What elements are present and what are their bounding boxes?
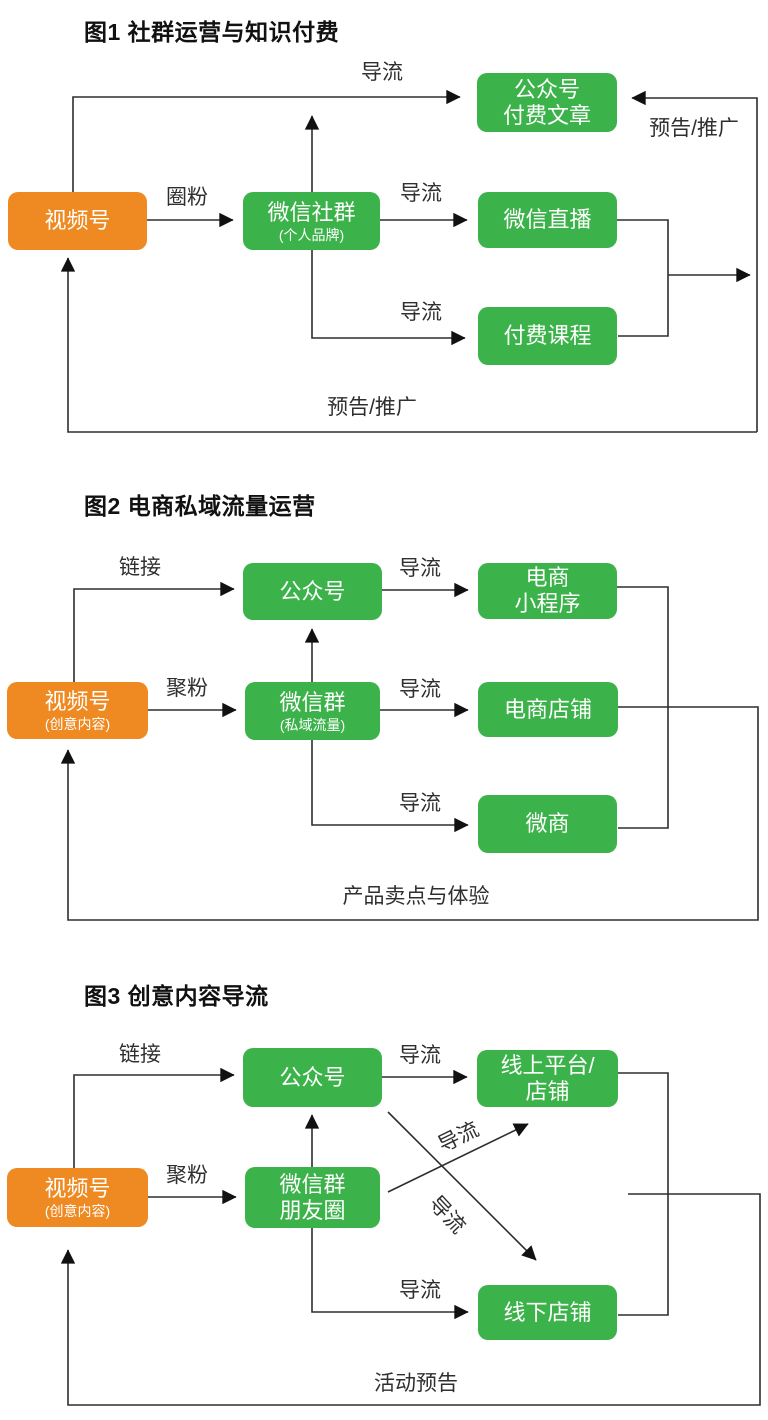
fig2-label-daoliu-xiaochengxu: 导流 (399, 557, 441, 580)
fig2-title: 图2 电商私域流量运营 (84, 493, 316, 519)
fig1-node-fufei-kecheng: 付费课程 (478, 307, 617, 365)
fig2-node-weishang: 微商 (478, 795, 617, 853)
fig3-arrow-lianjie (73, 1067, 235, 1168)
fig1-label-yugao-bottom: 预告/推广 (327, 396, 417, 419)
fig2-label-daoliu-dianpu: 导流 (399, 678, 441, 701)
fig3-label-lianjie: 链接 (119, 1043, 161, 1066)
fig1-node-weixin-shequn: 微信社群 (个人品牌) (243, 192, 380, 250)
fig1-node-shipinhao-label: 视频号 (44, 208, 111, 233)
fig3-arrow-diag-up (387, 1123, 529, 1193)
fig1-node-gongzhonghao-fufei: 公众号 付费文章 (477, 73, 617, 132)
fig2-node-shipinhao-sub: (创意内容) (44, 716, 111, 732)
fig2-node-dianshang-xiaochengxu: 电商 小程序 (478, 563, 617, 619)
fig3-node-weixinqun-pengyouquan: 微信群 朋友圈 (245, 1167, 380, 1228)
fig3-title: 图3 创意内容导流 (84, 983, 269, 1009)
fig3-node-shipinhao: 视频号 (创意内容) (7, 1168, 148, 1227)
fig1-arrow-shipinhao-to-gzh-top (72, 89, 461, 192)
fig3-node-gongzhonghao: 公众号 (243, 1048, 382, 1107)
fig3-node-xianxia-dianpu: 线下店铺 (478, 1285, 617, 1340)
fig3-label-bottom-feedback: 活动预告 (374, 1372, 458, 1395)
fig3-label-daoliu-xianxia: 导流 (399, 1279, 441, 1302)
fig1-arrow-yugao-to-gzh (631, 90, 758, 432)
fig2-node-weixinqun-sub: (私域流量) (279, 716, 346, 733)
fig1-title: 图1 社群运营与知识付费 (84, 19, 340, 45)
fig3-node-shipinhao-label: 视频号 (44, 1176, 111, 1201)
fig3-node-shipinhao-sub: (创意内容) (44, 1203, 111, 1219)
fig1-label-daoliu-top: 导流 (361, 61, 403, 84)
fig2-node-weixinqun-label: 微信群 (279, 689, 346, 715)
fig3-node-weixinqun-pengyouquan-line2: 朋友圈 (279, 1197, 346, 1223)
fig3-node-xianshang-pingtai: 线上平台/ 店铺 (477, 1050, 618, 1107)
fig1-node-weixin-zhibo: 微信直播 (478, 192, 617, 248)
fig3-node-xianshang-pingtai-line1: 线上平台/ (500, 1052, 595, 1078)
fig3-arrow-diag-down (387, 1111, 537, 1261)
fig3-node-gongzhonghao-label: 公众号 (279, 1064, 346, 1090)
fig2-node-weixinqun: 微信群 (私域流量) (245, 682, 380, 740)
fig2-arrow-lianjie (73, 581, 235, 682)
fig2-node-weishang-label: 微商 (525, 811, 570, 836)
fig2-node-gongzhonghao-label: 公众号 (279, 578, 346, 604)
fig3-arrow-feedback-to-shipinhao (60, 1193, 761, 1406)
fig2-node-shipinhao-label: 视频号 (44, 689, 111, 714)
fig1-label-daoliu-kecheng: 导流 (400, 301, 442, 324)
fig2-label-daoliu-weishang: 导流 (399, 792, 441, 815)
fig1-node-weixin-shequn-label: 微信社群 (267, 199, 356, 225)
fig3-arrow-pengyouquan-to-xianxia (311, 1228, 469, 1320)
fig3-label-daoliu-xianshang: 导流 (399, 1044, 441, 1067)
fig2-node-dianshang-dianpu: 电商店铺 (478, 682, 618, 737)
fig3-label-jufen: 聚粉 (166, 1164, 208, 1187)
fig1-connector-zhibo-kecheng (617, 219, 669, 337)
fig2-node-gongzhonghao: 公众号 (243, 563, 382, 620)
fig2-label-lianjie: 链接 (119, 556, 161, 579)
fig1-arrow-feedback-to-shipinhao (60, 257, 757, 433)
fig2-arrow-dianpu-feedback (60, 706, 759, 921)
fig2-arrow-weixinqun-to-weishang (311, 740, 469, 833)
fig1-node-gongzhonghao-fufei-line1: 公众号 (513, 76, 580, 102)
fig1-label-daoliu-zhibo: 导流 (400, 182, 442, 205)
fig1-node-fufei-kecheng-label: 付费课程 (503, 323, 592, 348)
fig2-node-shipinhao: 视频号 (创意内容) (7, 682, 148, 739)
fig2-node-dianshang-xiaochengxu-line1: 电商 (525, 565, 570, 590)
fig1-node-shipinhao: 视频号 (8, 192, 147, 250)
fig2-node-dianshang-dianpu-label: 电商店铺 (503, 696, 592, 722)
fig1-node-weixin-shequn-sub: (个人品牌) (278, 226, 345, 243)
fig1-node-gongzhonghao-fufei-line2: 付费文章 (502, 102, 591, 128)
fig2-label-bottom-feedback: 产品卖点与体验 (342, 885, 490, 908)
fig1-node-weixin-zhibo-label: 微信直播 (503, 207, 592, 232)
fig1-label-quanfen: 圈粉 (166, 186, 208, 209)
fig1-arrow-shequn-to-kecheng (311, 250, 466, 346)
fig1-label-yugao-right: 预告/推广 (649, 117, 739, 140)
fig3-node-weixinqun-pengyouquan-line1: 微信群 (279, 1171, 346, 1197)
fig3-node-xianxia-dianpu-label: 线下店铺 (503, 1299, 592, 1325)
fig3-node-xianshang-pingtai-line2: 店铺 (525, 1078, 570, 1104)
fig2-label-jufen: 聚粉 (166, 677, 208, 700)
fig2-node-dianshang-xiaochengxu-line2: 小程序 (514, 591, 581, 616)
